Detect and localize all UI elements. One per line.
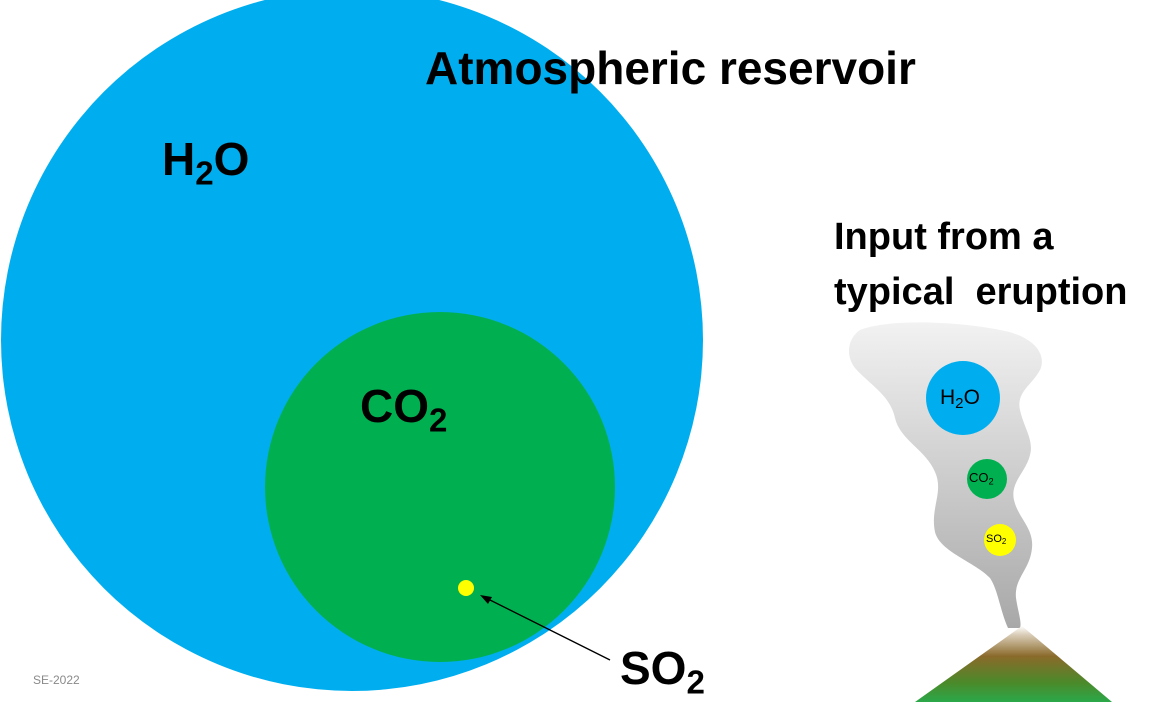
co2-reservoir-circle <box>265 312 615 662</box>
so2-reservoir-dot <box>458 580 474 596</box>
eruption-co2-label: CO2 <box>969 470 994 487</box>
volcano <box>915 626 1112 702</box>
h2o-reservoir-label: H2O <box>162 133 250 193</box>
eruption-h2o-label: H2O <box>940 386 980 413</box>
eruption-title: Input from a typical eruption <box>834 210 1127 320</box>
co2-reservoir-label: CO2 <box>360 380 448 440</box>
so2-pointer-line <box>487 598 611 661</box>
eruption-co2-circle <box>967 459 1007 499</box>
credit-text: SE-2022 <box>33 673 80 687</box>
eruption-so2-label: SO2 <box>986 533 1007 547</box>
reservoir-title: Atmospheric reservoir <box>425 42 916 94</box>
eruption-so2-circle <box>984 524 1016 556</box>
eruption-title-line2: typical eruption <box>834 271 1128 313</box>
eruption-title-line1: Input from a <box>834 216 1054 258</box>
so2-pointer-arrowhead <box>480 595 492 604</box>
eruption-h2o-circle <box>926 361 1000 435</box>
so2-reservoir-label: SO2 <box>620 642 705 702</box>
